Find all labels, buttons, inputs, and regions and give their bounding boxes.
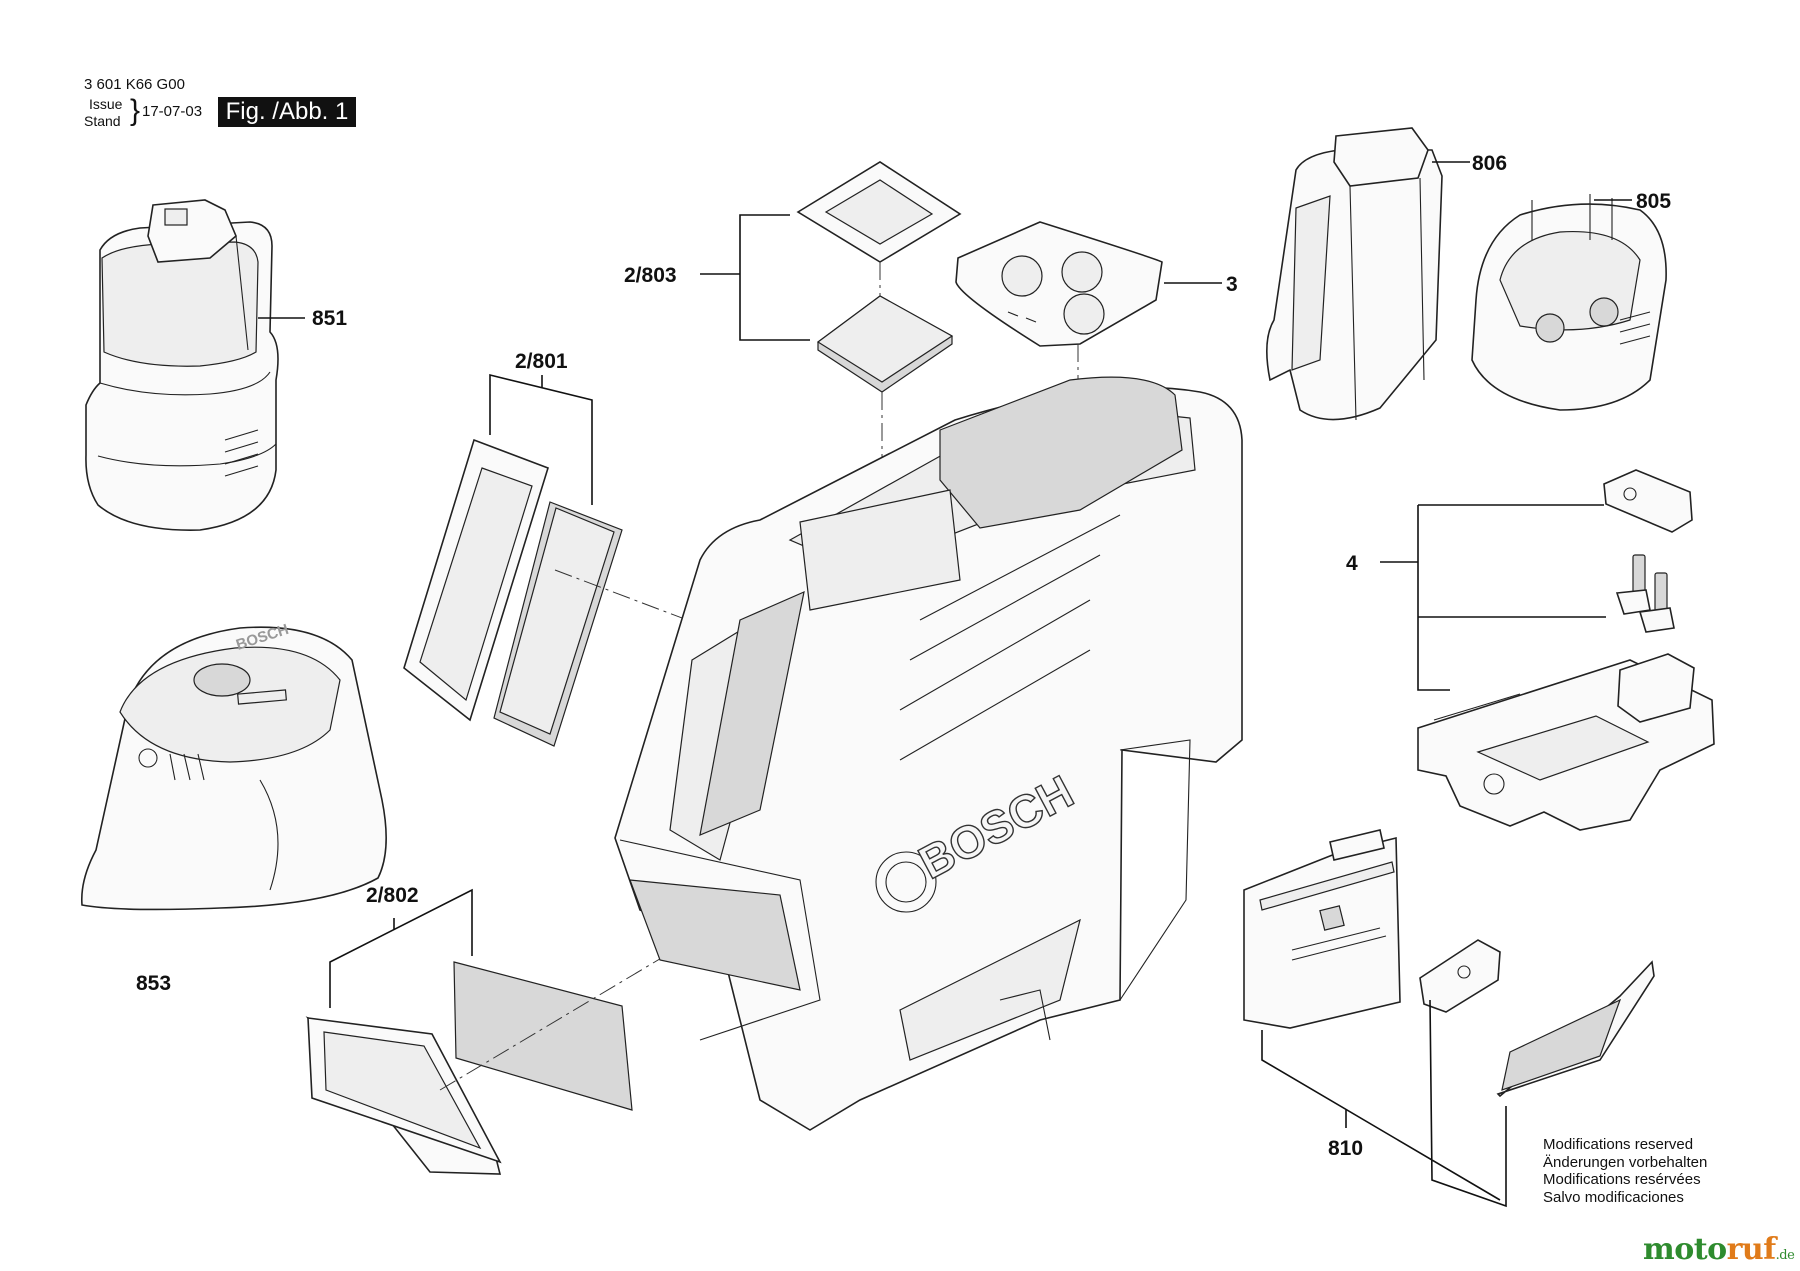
note-de: Änderungen vorbehalten [1543, 1153, 1708, 1171]
front-window-801 [403, 438, 623, 747]
callout-805: 805 [1636, 190, 1671, 213]
stand-label: Stand [84, 113, 121, 129]
issue-label: Issue [89, 96, 123, 112]
mount-kit-4 [1417, 469, 1715, 831]
callout-810: 810 [1328, 1137, 1363, 1160]
callout-4: 4 [1346, 552, 1358, 575]
bracket-801 [489, 373, 593, 505]
label-plate-3 [955, 221, 1163, 347]
watermark-part1: moto [1643, 1232, 1727, 1267]
brace-glyph: } [130, 94, 141, 127]
bracket-810 [1261, 999, 1507, 1208]
bracket-4 [1417, 504, 1606, 691]
lower-window-802 [305, 961, 633, 1175]
drawing-number: 3 601 K66 G00 [84, 76, 185, 93]
battery-adapter-805 [1471, 194, 1667, 411]
callout-2-803: 2/803 [624, 264, 677, 287]
callout-2-802: 2/802 [366, 884, 419, 907]
top-window-803 [796, 161, 962, 530]
callout-853: 853 [136, 972, 171, 995]
callout-806: 806 [1472, 152, 1507, 175]
bracket-802 [329, 888, 473, 1008]
callout-851: 851 [312, 307, 347, 330]
axis-802 [439, 934, 701, 1091]
laser-body: BOSCH [614, 376, 1243, 1131]
bracket-803 [739, 214, 810, 341]
figure-label: Fig. /Abb. 1 [218, 97, 356, 127]
battery-pack-851 [85, 199, 279, 531]
battery-housing-806 [1266, 127, 1443, 421]
watermark-suffix: .de [1775, 1248, 1795, 1263]
note-en: Modifications reserved [1543, 1136, 1694, 1153]
site-watermark: motoruf.de [1643, 1232, 1795, 1267]
note-fr: Modifications resérvées [1543, 1171, 1701, 1188]
issue-date: 17-07-03 [142, 103, 203, 120]
callout-3: 3 [1226, 273, 1238, 296]
callout-2-801: 2/801 [515, 350, 568, 373]
watermark-part2: ruf [1726, 1232, 1777, 1267]
note-es: Salvo modificaciones [1543, 1188, 1684, 1206]
battery-cover-810 [1243, 829, 1655, 1098]
modification-notes: Modifications reserved Änderungen vorbeh… [1543, 1136, 1707, 1206]
charger-853: BOSCH [80, 621, 387, 911]
